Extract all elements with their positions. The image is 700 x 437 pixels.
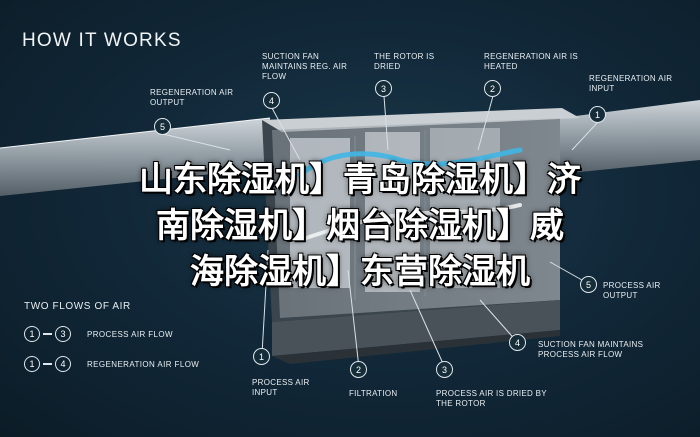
label-rotor-dried: THE ROTOR IS DRIED [374,52,435,71]
label-regen-heated: REGENERATION AIR IS HEATED [484,52,579,71]
marker-rotor: 3 [375,80,392,97]
legend-process-flow: 1 3 PROCESS AIR FLOW [24,326,173,342]
regeneration-air-flow [298,203,522,242]
label-process-dried: PROCESS AIR IS DRIED BY THE ROTOR [436,389,547,408]
legend-label: PROCESS AIR FLOW [87,329,173,339]
label-regen-output: REGENERATION AIR OUTPUT [150,88,234,107]
marker-regen-input: 1 [589,106,606,123]
marker-process-input: 1 [253,348,270,365]
legend-title: TWO FLOWS OF AIR [24,301,131,312]
legend-circle-to: 3 [55,326,71,342]
legend-regeneration-flow: 1 4 REGENERATION AIR FLOW [24,356,199,372]
legend-circle-from: 1 [24,356,40,372]
legend-circle-from: 1 [24,326,40,342]
watermark-line: 南除湿机】烟台除湿机】威 [156,206,564,246]
marker-filtration: 2 [350,361,367,378]
marker-process-dried: 3 [436,361,453,378]
legend-dash [43,333,52,335]
label-filtration: FILTRATION [349,389,398,398]
marker-suction-fan: 4 [263,92,280,109]
label-suction-fan-process: SUCTION FAN MAINTAINS PROCESS AIR FLOW [538,340,644,359]
label-process-input: PROCESS AIR INPUT [252,378,310,397]
label-process-output: PROCESS AIR OUTPUT [603,281,661,300]
marker-heater: 2 [484,80,501,97]
label-suction-fan-reg: SUCTION FAN MAINTAINS REG. AIR FLOW [262,52,348,81]
marker-suction-fan-process: 4 [509,334,526,351]
watermark-line: 海除湿机】东营除湿机 [190,252,530,292]
marker-process-output: 5 [580,276,597,293]
watermark-text: 山东除湿机】青岛除湿机】济 南除湿机】烟台除湿机】威 海除湿机】东营除湿机 [70,157,650,295]
marker-regen-output: 5 [154,118,171,135]
watermark-line: 山东除湿机】青岛除湿机】济 [139,160,581,200]
legend-dash [43,363,52,365]
legend-label: REGENERATION AIR FLOW [87,359,200,369]
label-regen-input: REGENERATION AIR INPUT [589,74,673,93]
process-air-flow [297,147,523,178]
page-title: HOW IT WORKS [22,30,182,51]
left-duct [0,117,271,196]
callout-lines [162,95,599,369]
legend-circle-to: 4 [55,356,71,372]
